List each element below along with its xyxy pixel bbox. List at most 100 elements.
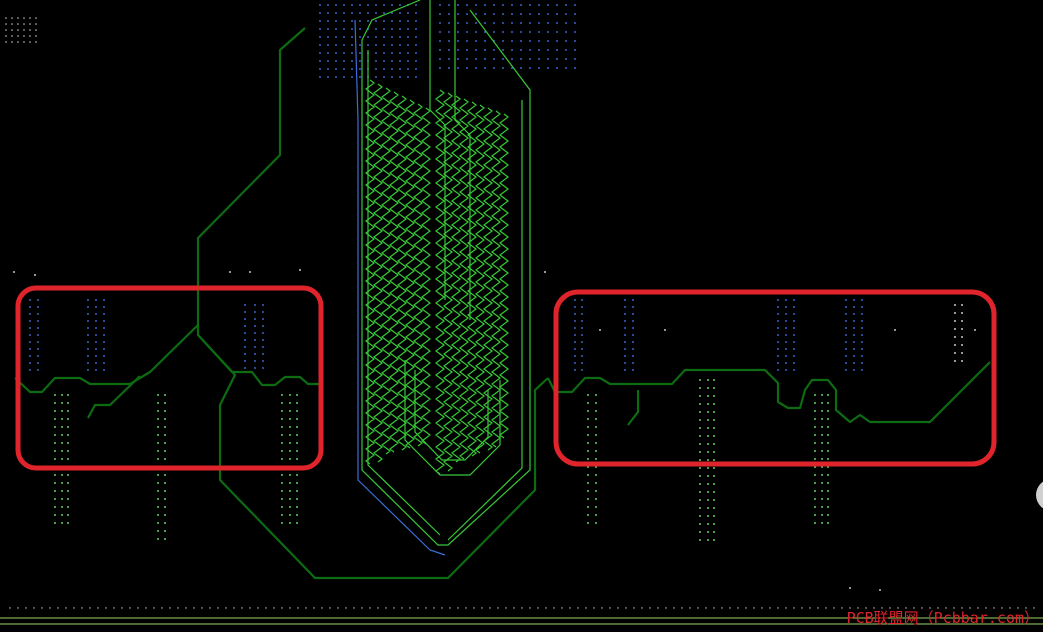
bundle-outline-trace	[429, 0, 471, 320]
via-dot	[520, 13, 522, 15]
via-dot	[593, 607, 595, 609]
via-dot	[407, 28, 409, 30]
via-dot	[54, 522, 56, 524]
via-dot	[502, 22, 504, 24]
via-dot	[624, 369, 626, 371]
via-dot	[441, 607, 443, 609]
via-dot	[961, 344, 963, 346]
via-dot	[37, 369, 39, 371]
via-dot	[574, 67, 576, 69]
via-dot	[713, 411, 715, 413]
via-dot	[457, 22, 459, 24]
via-dot	[351, 44, 353, 46]
via-dot	[529, 4, 531, 6]
via-dot	[595, 474, 597, 476]
via-dot	[861, 327, 863, 329]
via-dot	[707, 411, 709, 413]
via-dot	[439, 49, 441, 51]
via-dot	[29, 320, 31, 322]
via-dot	[87, 355, 89, 357]
via-dot	[497, 607, 499, 609]
via-dot	[23, 35, 25, 37]
via-dot	[821, 490, 823, 492]
via-dot	[624, 320, 626, 322]
via-dot	[87, 369, 89, 371]
via-dot	[164, 402, 166, 404]
via-dot	[37, 362, 39, 364]
via-dot	[5, 29, 7, 31]
via-dot	[375, 12, 377, 14]
via-dot	[574, 348, 576, 350]
via-dot	[177, 607, 179, 609]
via-dot	[54, 426, 56, 428]
via-dot	[761, 607, 763, 609]
via-dot	[538, 58, 540, 60]
via-dot	[587, 442, 589, 444]
via-dot	[157, 482, 159, 484]
via-dot	[954, 336, 956, 338]
via-dot	[785, 348, 787, 350]
via-dot	[95, 348, 97, 350]
via-dot	[587, 418, 589, 420]
via-dot	[814, 506, 816, 508]
via-dot	[624, 334, 626, 336]
via-dot	[9, 607, 11, 609]
via-dot	[801, 607, 803, 609]
via-dot	[595, 434, 597, 436]
via-dot	[689, 607, 691, 609]
via-dot	[785, 341, 787, 343]
via-dot	[587, 514, 589, 516]
via-dot	[375, 20, 377, 22]
serpentine-trace	[397, 95, 407, 451]
via-dot	[343, 36, 345, 38]
via-dot	[777, 607, 779, 609]
via-dot	[209, 607, 211, 609]
via-dot	[961, 328, 963, 330]
via-dot	[954, 312, 956, 314]
via-dot	[164, 458, 166, 460]
via-dot	[707, 467, 709, 469]
via-dot	[415, 60, 417, 62]
via-dot	[574, 334, 576, 336]
via-dot	[632, 313, 634, 315]
via-dot	[827, 426, 829, 428]
via-dot	[814, 394, 816, 396]
via-dot	[814, 458, 816, 460]
via-dot	[87, 348, 89, 350]
via-dot	[466, 58, 468, 60]
via-dot	[697, 607, 699, 609]
via-dot	[713, 459, 715, 461]
via-dot	[367, 12, 369, 14]
via-dot	[699, 395, 701, 397]
via-dot	[466, 22, 468, 24]
via-dot	[281, 426, 283, 428]
via-dot	[827, 418, 829, 420]
via-dot	[595, 402, 597, 404]
bundle-outline-trace	[414, 370, 489, 461]
via-dot	[87, 341, 89, 343]
via-dot	[707, 395, 709, 397]
via-dot	[821, 418, 823, 420]
via-dot	[37, 320, 39, 322]
via-dot	[574, 327, 576, 329]
via-dot	[493, 49, 495, 51]
via-dot	[425, 607, 427, 609]
via-dot	[624, 355, 626, 357]
via-dot	[1033, 607, 1035, 609]
via-dot	[954, 320, 956, 322]
via-dot	[95, 313, 97, 315]
via-dot	[849, 607, 851, 609]
via-dot	[827, 410, 829, 412]
via-dot	[581, 369, 583, 371]
via-dot	[95, 362, 97, 364]
via-dot	[699, 435, 701, 437]
via-dot	[553, 607, 555, 609]
via-dot	[439, 13, 441, 15]
via-dot	[777, 327, 779, 329]
via-dot	[511, 58, 513, 60]
via-dot	[538, 31, 540, 33]
via-dot	[296, 418, 298, 420]
via-dot	[289, 490, 291, 492]
trace-right-region	[547, 361, 991, 424]
